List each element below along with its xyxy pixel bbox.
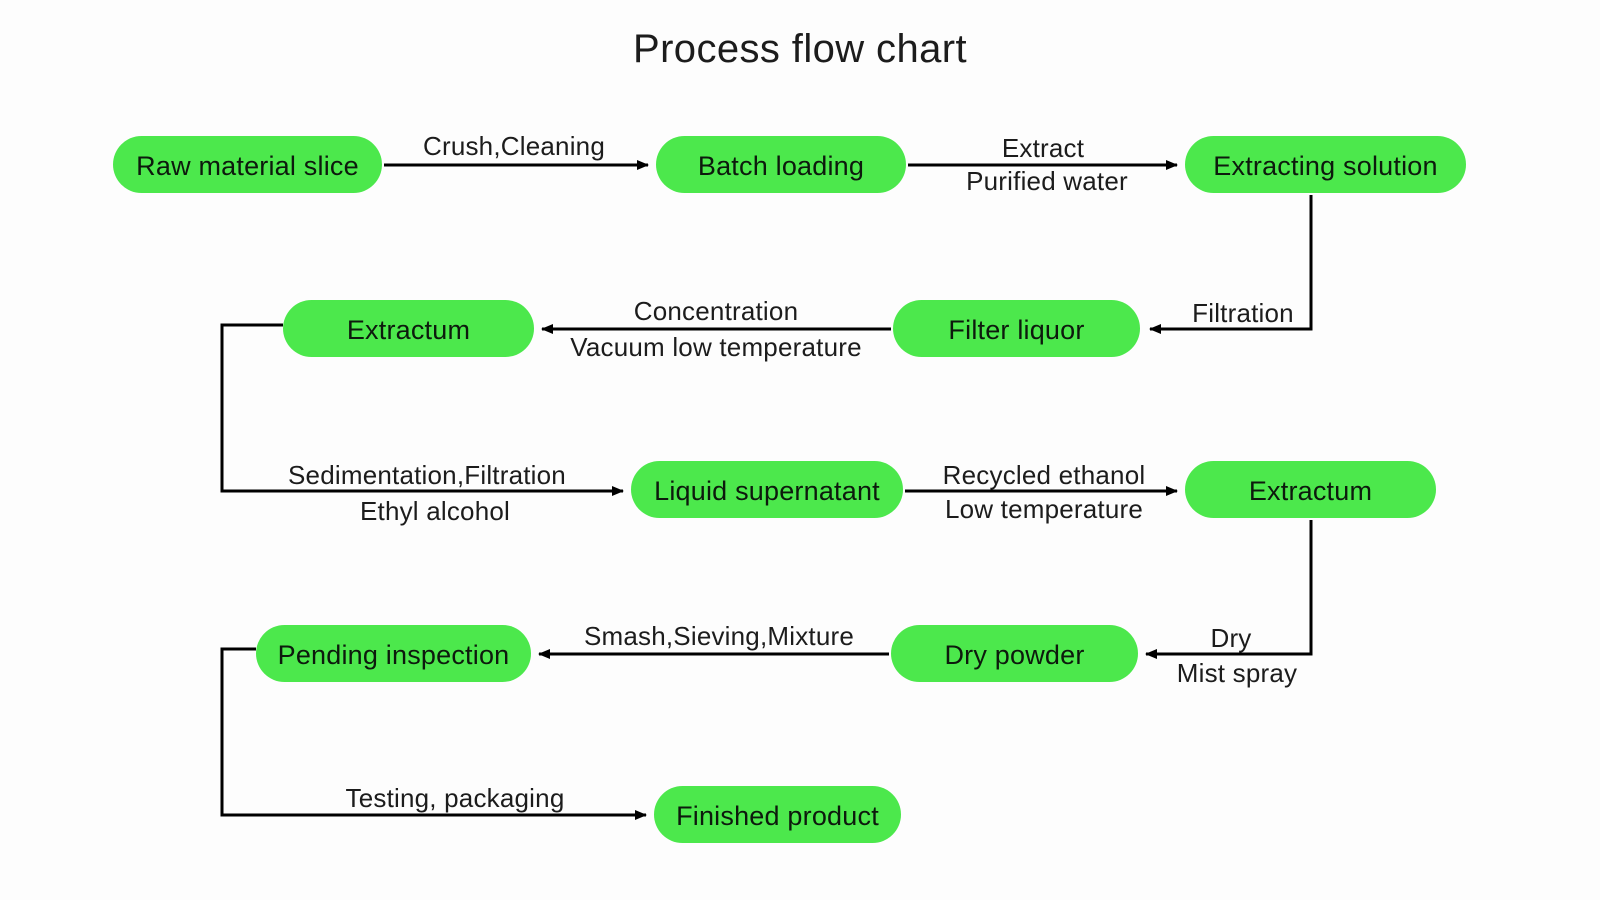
edge-label-ethyl-alcohol: Ethyl alcohol [360,496,510,526]
node-extracting-solution[interactable]: Extracting solution [1185,136,1466,193]
edge-line-extracting-to-filter [1149,195,1313,334]
edge-label-sedimentation-filtration: Sedimentation,Filtration [288,460,566,490]
edge-label-dry: Dry [1210,623,1251,653]
edge-label-concentration: Concentration [634,296,798,326]
node-shape-dry-powder [891,625,1138,682]
edge-label-extract: Extract [1002,133,1085,163]
node-label-batch-loading: Batch loading [698,151,864,181]
node-shape-finished-product [654,786,901,843]
node-label-finished-product: Finished product [676,801,879,831]
edge-drypowder-to-pending: Smash,Sieving,Mixture [538,621,889,659]
node-shape-extractum-1 [283,300,534,357]
node-liquid-supernatant[interactable]: Liquid supernatant [631,461,903,518]
node-finished-product[interactable]: Finished product [654,786,901,843]
edge-line-extractum2-to-drypowder [1145,520,1313,659]
edge-extractum2-to-drypowder: Dry Mist spray [1145,520,1313,688]
page-title: Process flow chart [633,27,967,71]
node-label-filter-liquor: Filter liquor [948,315,1084,345]
node-label-extractum-2: Extractum [1249,476,1372,506]
node-extractum-1[interactable]: Extractum [283,300,534,357]
node-shape-batch-loading [656,136,906,193]
node-label-dry-powder: Dry powder [944,640,1084,670]
node-label-extractum-1: Extractum [347,315,470,345]
edge-label-smash-sieving-mixture: Smash,Sieving,Mixture [584,621,854,651]
edge-extractum-to-supernatant: Sedimentation,Filtration Ethyl alcohol [220,323,624,526]
node-shape-extracting-solution [1185,136,1466,193]
edge-line-extractum-to-supernatant [220,323,624,496]
node-label-extracting-solution: Extracting solution [1213,151,1437,181]
edge-line-pending-to-finished [220,647,647,820]
node-raw-material-slice[interactable]: Raw material slice [113,136,382,193]
node-label-raw-material-slice: Raw material slice [136,151,359,181]
node-shape-extractum-2 [1185,461,1436,518]
edge-supernatant-to-extractum2: Recycled ethanol Low temperature [905,460,1178,524]
edge-label-purified-water: Purified water [966,166,1128,196]
edge-label-filtration: Filtration [1192,298,1294,328]
edge-raw-to-batch: Crush,Cleaning [384,131,649,170]
edge-pending-to-finished: Testing, packaging [220,647,647,820]
edge-label-low-temperature: Low temperature [945,494,1143,524]
edge-label-vacuum-low-temperature: Vacuum low temperature [570,332,862,362]
node-shape-filter-liquor [893,300,1140,357]
edge-label-mist-spray: Mist spray [1177,658,1297,688]
edge-batch-to-extracting: Extract Purified water [908,133,1178,196]
edge-label-crush-cleaning: Crush,Cleaning [423,131,605,161]
node-extractum-2[interactable]: Extractum [1185,461,1436,518]
node-dry-powder[interactable]: Dry powder [891,625,1138,682]
node-label-liquid-supernatant: Liquid supernatant [654,476,880,506]
node-pending-inspection[interactable]: Pending inspection [256,625,531,682]
node-shape-raw-material-slice [113,136,382,193]
edge-extracting-to-filter: Filtration [1149,195,1313,334]
node-shape-pending-inspection [256,625,531,682]
node-shape-liquid-supernatant [631,461,903,518]
node-batch-loading[interactable]: Batch loading [656,136,906,193]
edge-filter-to-extractum: Concentration Vacuum low temperature [541,296,891,362]
node-filter-liquor[interactable]: Filter liquor [893,300,1140,357]
edge-label-recycled-ethanol: Recycled ethanol [943,460,1146,490]
node-label-pending-inspection: Pending inspection [278,640,510,670]
edge-label-testing-packaging: Testing, packaging [346,783,565,813]
